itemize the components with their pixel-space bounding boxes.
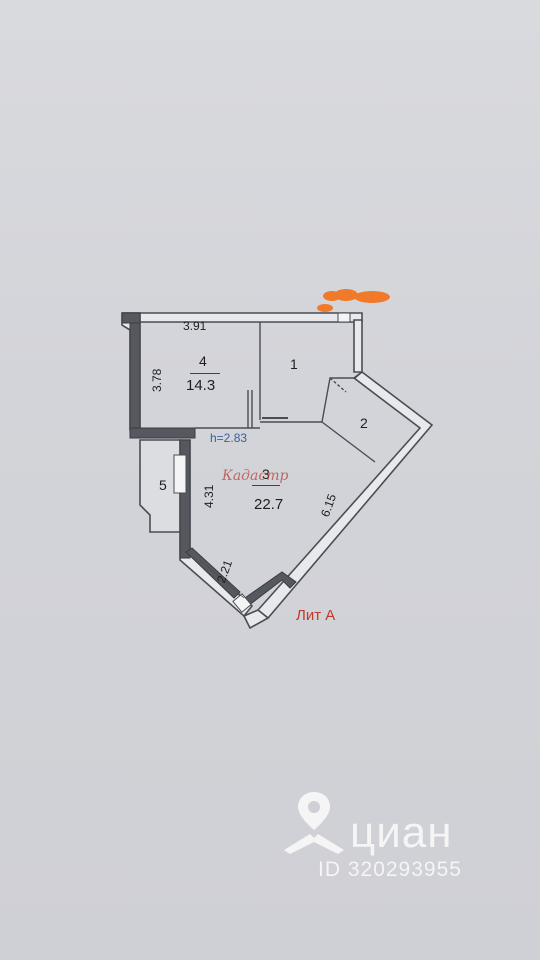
room4-number-underline	[190, 373, 220, 374]
dim-hall-side: 4.31	[202, 484, 216, 508]
orange-mark	[317, 289, 390, 312]
lit-a-label: Лит А	[296, 607, 336, 624]
window-room5	[173, 454, 187, 494]
watermark-logo: Кадастр	[222, 468, 289, 484]
room3-number-underline	[252, 485, 280, 486]
location-pin-icon	[284, 792, 344, 854]
dark-wall-hall	[179, 439, 191, 559]
dark-wall-under-room4	[129, 427, 196, 439]
dim-top-width: 3.91	[183, 319, 207, 333]
door-room2	[329, 377, 347, 393]
bottom-wall	[242, 609, 270, 630]
top-wall	[121, 312, 363, 323]
window-bottom	[232, 593, 252, 613]
dim-left-height: 3.78	[150, 368, 164, 392]
listing-id: ID 320293955	[318, 858, 462, 881]
dark-wall-top-left	[121, 312, 141, 324]
room3-number: 3	[262, 466, 270, 482]
cian-brand: циан	[350, 808, 453, 857]
room1-number: 1	[290, 356, 298, 372]
bottom-angled-wall	[179, 439, 254, 618]
room2-number: 2	[360, 415, 368, 431]
room1-right-wall	[353, 319, 363, 373]
dark-wall-left	[129, 319, 141, 439]
room3-area: 22.7	[254, 496, 284, 513]
room4-area: 14.3	[186, 377, 216, 394]
room4-number: 4	[199, 353, 207, 369]
ceiling-height: h=2.83	[210, 431, 248, 445]
dark-wall-bottom	[185, 547, 241, 599]
cian-watermark: циан ID 320293955	[280, 790, 520, 900]
partition-room2	[321, 371, 376, 463]
window-top	[337, 312, 351, 323]
room5-number: 5	[159, 477, 167, 493]
dimension-line-bottom	[199, 559, 245, 599]
